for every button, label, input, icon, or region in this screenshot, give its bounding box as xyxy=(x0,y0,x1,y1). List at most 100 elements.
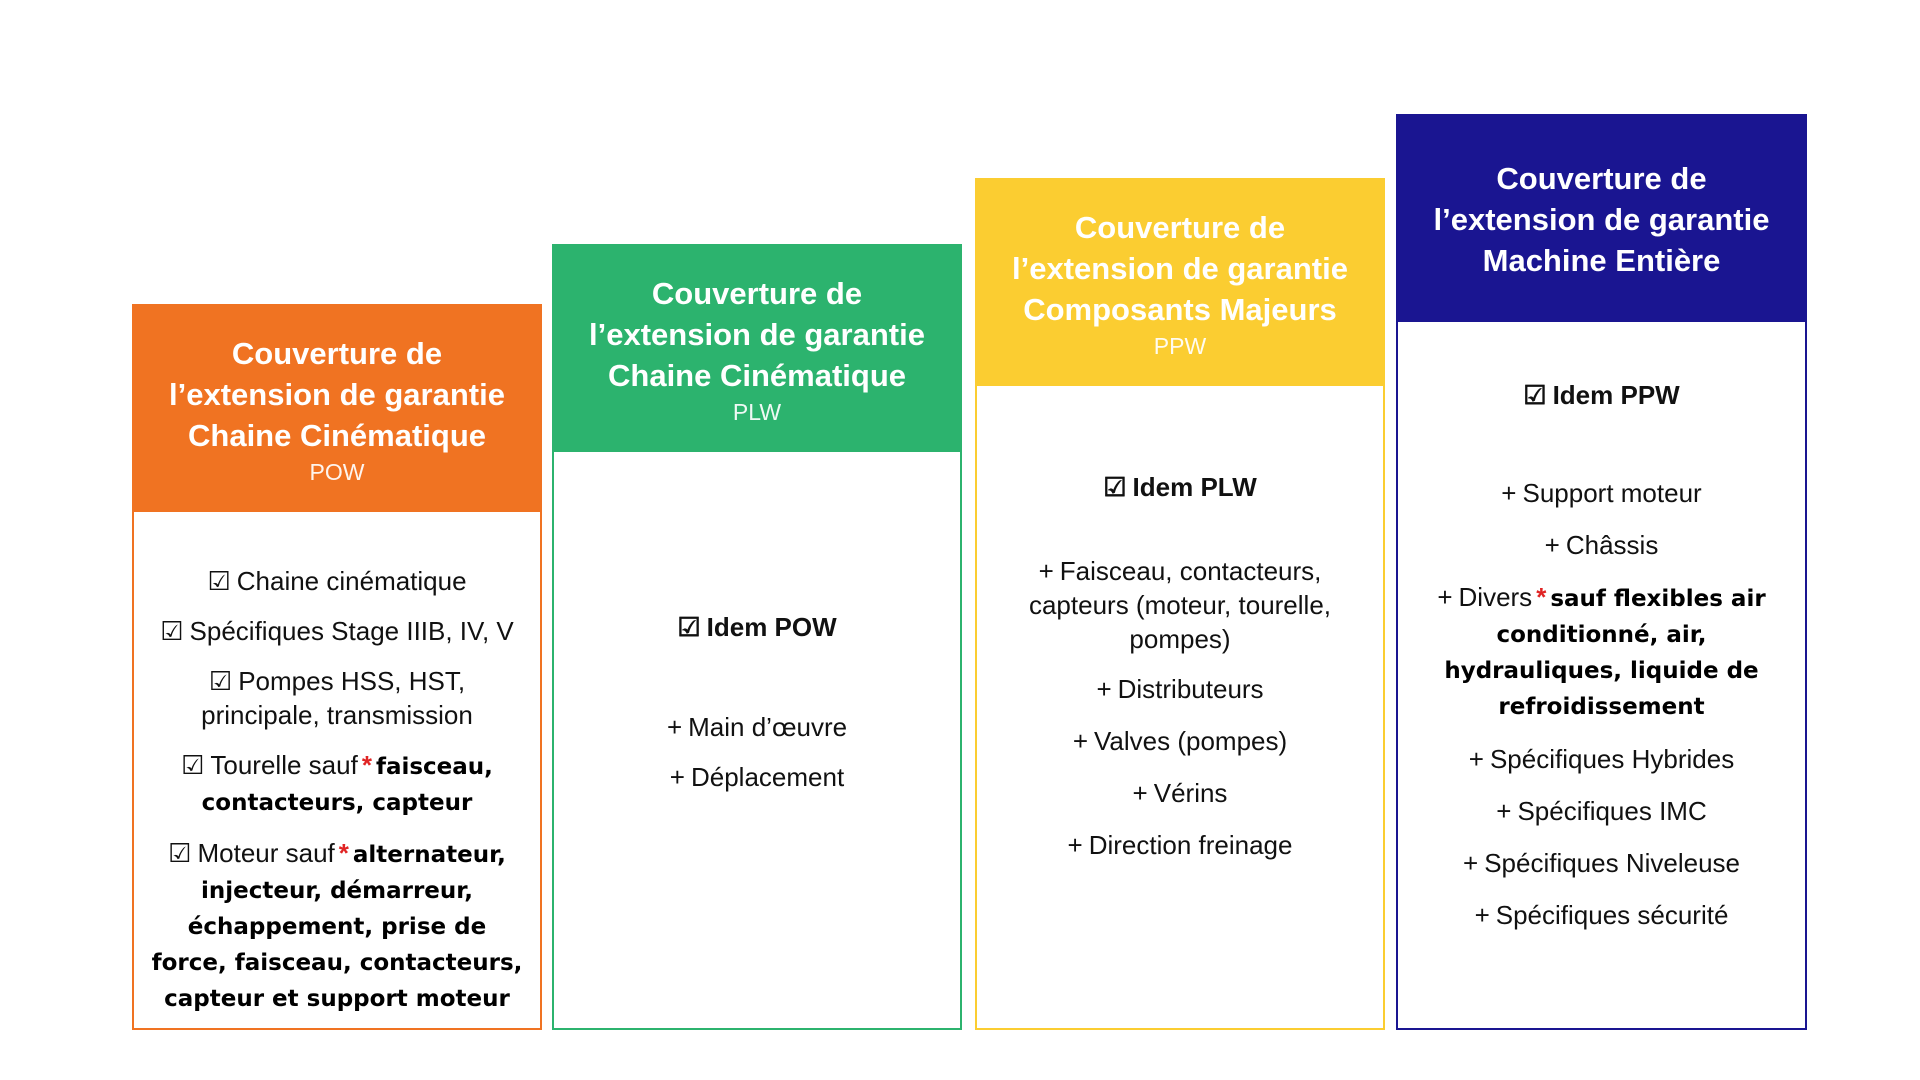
plus-icon: + xyxy=(1096,674,1112,704)
coverage-item: +Spécifiques IMC xyxy=(1412,794,1791,828)
plus-icon: + xyxy=(1496,796,1512,826)
plan-code: POW xyxy=(309,458,365,485)
header-line: Couverture de xyxy=(651,275,863,311)
asterisk-icon: * xyxy=(361,750,372,780)
spacer xyxy=(1412,428,1791,476)
spacer xyxy=(568,660,946,710)
header-line: l’extension de garantie xyxy=(169,376,505,412)
plus-icon: + xyxy=(666,712,683,742)
item-text: Vérins xyxy=(1153,778,1228,808)
item-text: Spécifiques sécurité xyxy=(1495,900,1729,930)
item-text: Pompes HSS, HST, principale, transmissio… xyxy=(201,666,473,730)
coverage-item: +Valves (pompes) xyxy=(991,724,1369,758)
coverage-item: ☑Moteur sauf*alternateur, injecteur, dém… xyxy=(148,836,526,1016)
header-line: Couverture de xyxy=(1496,160,1707,196)
item-text: Main d’œuvre xyxy=(688,712,848,742)
plus-icon: + xyxy=(1474,900,1490,930)
coverage-list: ☑Idem POW +Main d’œuvre +Déplacement xyxy=(554,452,960,1028)
header-line: Couverture de xyxy=(1074,209,1286,245)
item-text: Distributeurs xyxy=(1117,674,1264,704)
coverage-item: +Main d’œuvre xyxy=(568,710,946,744)
checkbox-icon: ☑ xyxy=(208,666,233,696)
coverage-item: +Spécifiques sécurité xyxy=(1412,898,1791,932)
coverage-item: +Spécifiques Niveleuse xyxy=(1412,846,1791,880)
plus-icon: + xyxy=(1067,830,1083,860)
plus-icon: + xyxy=(669,762,685,792)
item-text: Moteur sauf xyxy=(197,838,335,868)
coverage-list: ☑Chaine cinématique ☑Spécifiques Stage I… xyxy=(134,512,540,1032)
item-text: Idem POW xyxy=(706,612,837,642)
idem-item: ☑Idem PPW xyxy=(1412,378,1791,412)
coverage-item: +Spécifiques Hybrides xyxy=(1412,742,1791,776)
asterisk-icon: * xyxy=(1536,582,1547,612)
coverage-list: ☑Idem PLW +Faisceau, contacteurs, capteu… xyxy=(977,386,1383,1028)
idem-item: ☑Idem POW xyxy=(568,610,946,644)
plus-icon: + xyxy=(1463,848,1479,878)
plan-code: PPW xyxy=(1153,332,1207,359)
checkbox-icon: ☑ xyxy=(677,612,701,642)
column-header: Couverture de l’extension de garantie Co… xyxy=(977,180,1383,386)
coverage-item: ☑Tourelle sauf*faisceau, contacteurs, ca… xyxy=(148,748,526,820)
item-text: Déplacement xyxy=(690,762,845,792)
plus-icon: + xyxy=(1501,478,1517,508)
item-text: Faisceau, contacteurs, capteurs (moteur,… xyxy=(1028,556,1332,654)
exclusion-text: faisceau, contacteurs, capteur xyxy=(201,754,493,816)
item-text: Idem PPW xyxy=(1552,380,1680,410)
plus-icon: + xyxy=(1468,744,1484,774)
header-line: Composants Majeurs xyxy=(1023,291,1337,327)
plus-icon: + xyxy=(1544,530,1560,560)
checkbox-icon: ☑ xyxy=(1523,380,1547,410)
plus-icon: + xyxy=(1132,778,1148,808)
checkbox-icon: ☑ xyxy=(168,838,192,868)
plus-icon: + xyxy=(1072,726,1089,756)
checkbox-icon: ☑ xyxy=(160,616,184,646)
header-line: Chaine Cinématique xyxy=(188,417,486,453)
coverage-list: ☑Idem PPW +Support moteur +Châssis +Dive… xyxy=(1398,322,1805,1028)
asterisk-icon: * xyxy=(338,838,349,868)
coverage-column-pow: Couverture de l’extension de garantie Ch… xyxy=(132,304,542,1030)
coverage-item: +Châssis xyxy=(1412,528,1791,562)
coverage-item: +Distributeurs xyxy=(991,672,1369,706)
item-text: Spécifiques Hybrides xyxy=(1489,744,1735,774)
item-text: Direction freinage xyxy=(1088,830,1293,860)
item-text: Valves (pompes) xyxy=(1094,726,1288,756)
checkbox-icon: ☑ xyxy=(207,566,231,596)
coverage-item: +Faisceau, contacteurs, capteurs (moteur… xyxy=(991,554,1369,656)
coverage-item: +Vérins xyxy=(991,776,1369,810)
column-header: Couverture de l’extension de garantie Ch… xyxy=(134,306,540,512)
header-line: Couverture de xyxy=(231,335,443,371)
exclusion-text: sauf flexibles air conditionné, air, hyd… xyxy=(1444,586,1766,720)
plan-code: PLW xyxy=(732,398,782,425)
header-line: l’extension de garantie xyxy=(1433,201,1770,237)
column-header: Couverture de l’extension de garantie Ma… xyxy=(1398,116,1805,322)
item-text: Spécifiques Niveleuse xyxy=(1484,848,1740,878)
item-text: Idem PLW xyxy=(1132,472,1257,502)
header-line: Chaine Cinématique xyxy=(608,357,906,393)
item-text: Divers xyxy=(1458,582,1533,612)
header-line: l’extension de garantie xyxy=(589,316,925,352)
plus-icon: + xyxy=(1038,556,1054,586)
checkbox-icon: ☑ xyxy=(1103,472,1127,502)
item-text: Châssis xyxy=(1565,530,1659,560)
spacer xyxy=(991,520,1369,554)
coverage-column-machine-entiere: Couverture de l’extension de garantie Ma… xyxy=(1396,114,1807,1030)
checkbox-icon: ☑ xyxy=(181,750,205,780)
coverage-item: +Déplacement xyxy=(568,760,946,794)
exclusion-text: alternateur, injecteur, démarreur, échap… xyxy=(151,842,523,1012)
item-text: Spécifiques IMC xyxy=(1517,796,1707,826)
header-line: Machine Entière xyxy=(1482,242,1721,278)
coverage-column-ppw: Couverture de l’extension de garantie Co… xyxy=(975,178,1385,1030)
item-text: Tourelle sauf xyxy=(210,750,358,780)
header-line: l’extension de garantie xyxy=(1012,250,1348,286)
coverage-item: +Support moteur xyxy=(1412,476,1791,510)
coverage-item: +Direction freinage xyxy=(991,828,1369,862)
item-text: Support moteur xyxy=(1522,478,1702,508)
coverage-item: +Divers*sauf flexibles air conditionné, … xyxy=(1412,580,1791,724)
idem-item: ☑Idem PLW xyxy=(991,470,1369,504)
coverage-column-plw: Couverture de l’extension de garantie Ch… xyxy=(552,244,962,1030)
plus-icon: + xyxy=(1437,582,1453,612)
column-header: Couverture de l’extension de garantie Ch… xyxy=(554,246,960,452)
item-text: Spécifiques Stage IIIB, IV, V xyxy=(189,616,514,646)
coverage-item: ☑Spécifiques Stage IIIB, IV, V xyxy=(148,614,526,648)
